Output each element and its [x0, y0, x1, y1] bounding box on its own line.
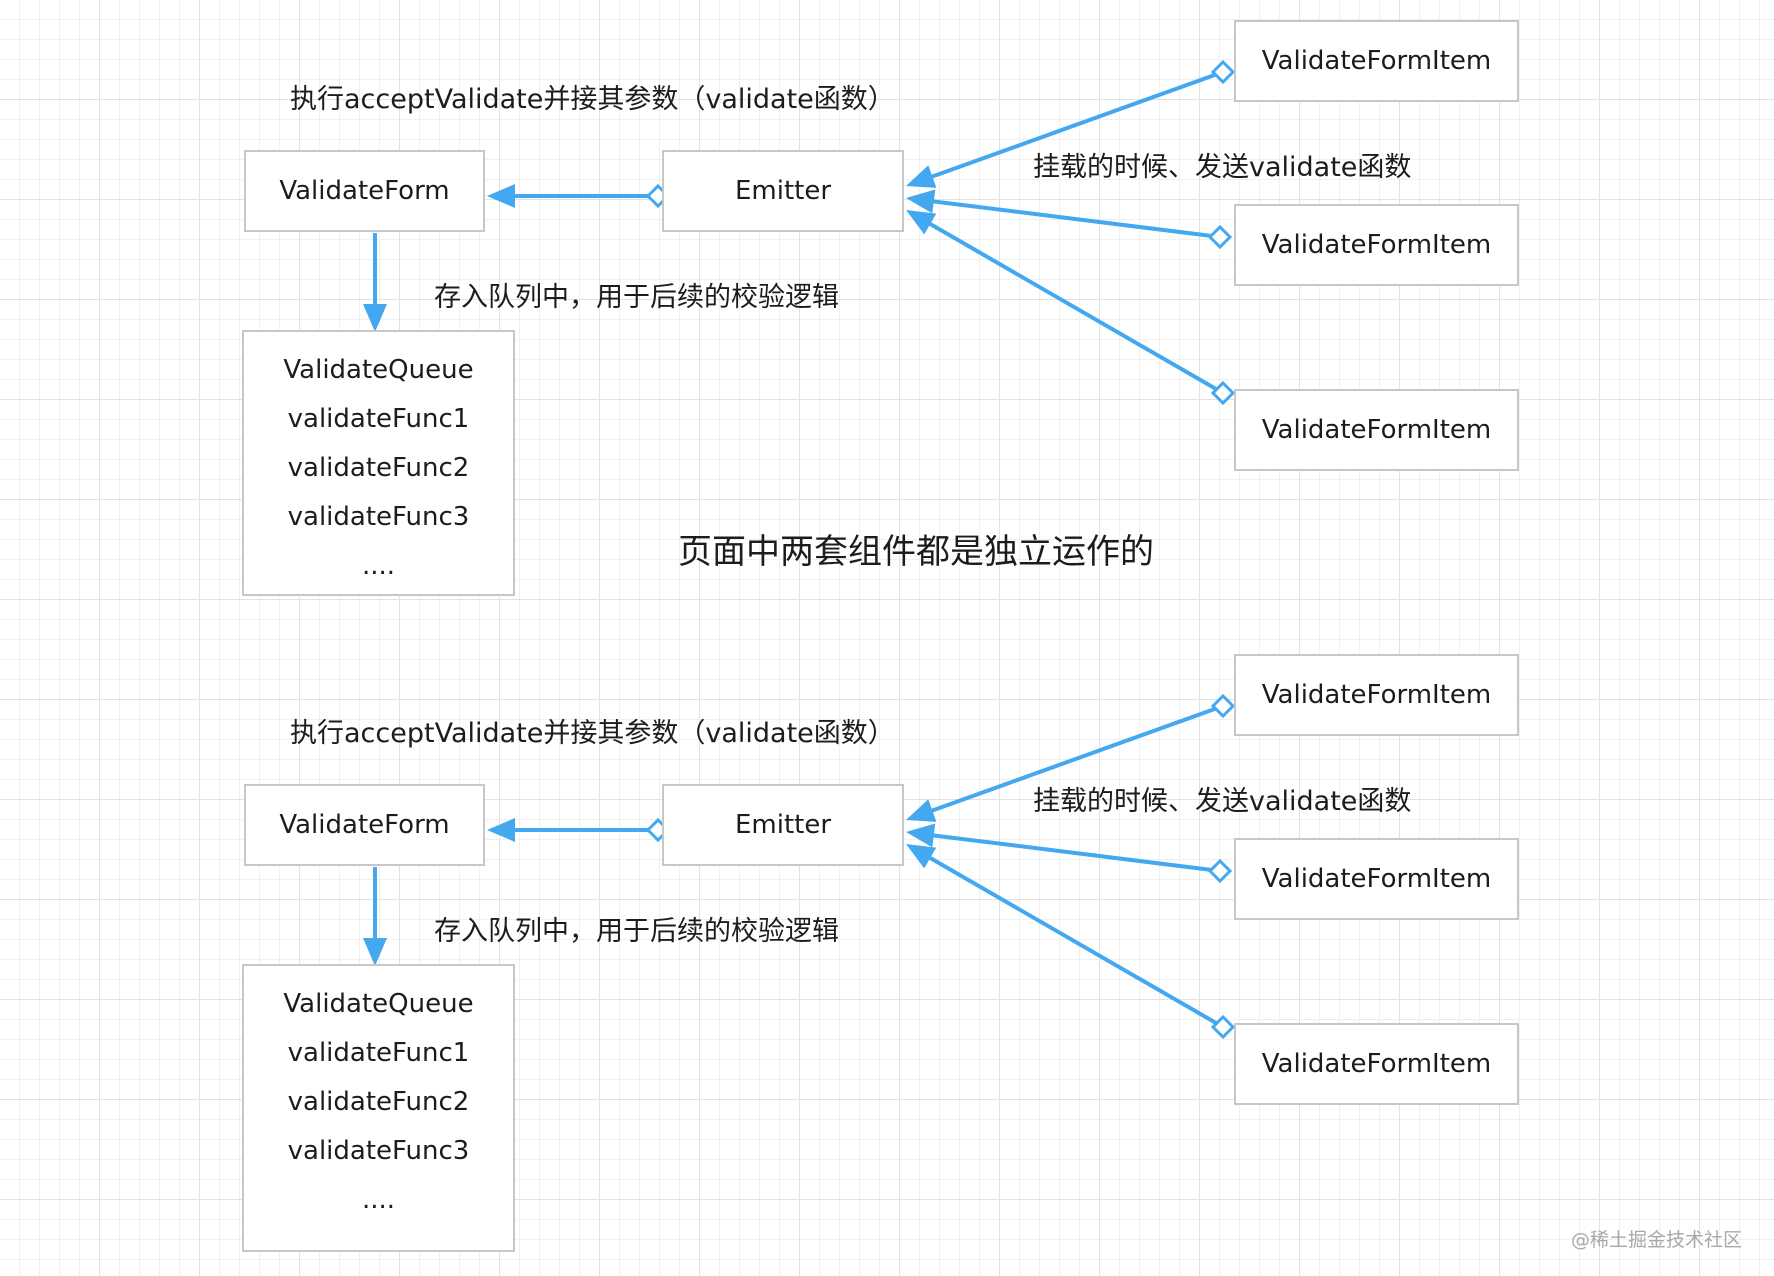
validate-form-item-box[interactable]: ValidateFormItem — [1234, 204, 1519, 286]
queue-ellipsis: .... — [361, 551, 396, 581]
form-to-queue-arrowhead — [363, 938, 387, 966]
item-to-emitter-edge-diamond — [1210, 1014, 1236, 1040]
item-to-emitter-edge-diamond — [1207, 224, 1233, 250]
validate-form-item-box[interactable]: ValidateFormItem — [1234, 654, 1519, 736]
item-to-emitter-edge-arrowhead — [906, 844, 937, 869]
queue-ellipsis: .... — [361, 1185, 396, 1215]
emitter-box[interactable]: Emitter — [662, 784, 904, 866]
item-to-emitter-edge-diamond — [1207, 858, 1233, 884]
mount-send-label: 挂载的时候、发送validate函数 — [1033, 786, 1412, 817]
form-to-queue-arrowhead — [363, 304, 387, 332]
validate-queue-box[interactable]: ValidateQueue validateFunc1 validateFunc… — [242, 964, 515, 1252]
validate-form-box[interactable]: ValidateForm — [244, 150, 485, 232]
item-to-emitter-edge-arrowhead — [906, 189, 936, 214]
item-to-emitter-edge-diamond — [1210, 380, 1236, 406]
queue-item: validateFunc2 — [287, 453, 470, 483]
store-queue-label: 存入队列中，用于后续的校验逻辑 — [434, 916, 839, 947]
item-to-emitter-edge — [925, 220, 1224, 395]
emitter-box[interactable]: Emitter — [662, 150, 904, 232]
store-queue-label: 存入队列中，用于后续的校验逻辑 — [434, 282, 839, 313]
queue-item: validateFunc3 — [287, 502, 470, 532]
queue-title: ValidateQueue — [283, 355, 474, 385]
item-to-emitter-edge — [929, 832, 1221, 873]
validate-form-item-box[interactable]: ValidateFormItem — [1234, 1023, 1519, 1105]
mount-send-label: 挂载的时候、发送validate函数 — [1033, 152, 1412, 183]
item-to-emitter-edge-arrowhead — [906, 799, 937, 822]
item-to-emitter-edge — [929, 198, 1221, 239]
validate-form-item-box[interactable]: ValidateFormItem — [1234, 838, 1519, 920]
validate-form-item-box[interactable]: ValidateFormItem — [1234, 389, 1519, 471]
item-to-emitter-edge-arrowhead — [906, 165, 937, 188]
validate-queue-box[interactable]: ValidateQueue validateFunc1 validateFunc… — [242, 330, 515, 596]
validate-form-box[interactable]: ValidateForm — [244, 784, 485, 866]
emitter-to-form-edge-arrowhead — [487, 818, 515, 842]
item-to-emitter-edge-arrowhead — [906, 210, 937, 235]
queue-item: validateFunc3 — [287, 1136, 470, 1166]
validate-form-item-box[interactable]: ValidateFormItem — [1234, 20, 1519, 102]
queue-title: ValidateQueue — [283, 989, 474, 1019]
queue-item: validateFunc1 — [287, 1038, 470, 1068]
item-to-emitter-edge — [927, 70, 1224, 180]
emitter-to-form-edge-arrowhead — [487, 184, 515, 208]
queue-item: validateFunc2 — [287, 1087, 470, 1117]
item-to-emitter-edge — [927, 704, 1224, 814]
independent-note: 页面中两套组件都是独立运作的 — [678, 532, 1154, 572]
item-to-emitter-edge-arrowhead — [906, 823, 936, 848]
accept-validate-label: 执行acceptValidate并接其参数（validate函数） — [290, 718, 895, 749]
item-to-emitter-edge-diamond — [1210, 59, 1236, 85]
queue-item: validateFunc1 — [287, 404, 470, 434]
item-to-emitter-edge-diamond — [1210, 693, 1236, 719]
item-to-emitter-edge — [925, 854, 1224, 1029]
watermark: @稀土掘金技术社区 — [1570, 1229, 1742, 1251]
accept-validate-label: 执行acceptValidate并接其参数（validate函数） — [290, 84, 895, 115]
